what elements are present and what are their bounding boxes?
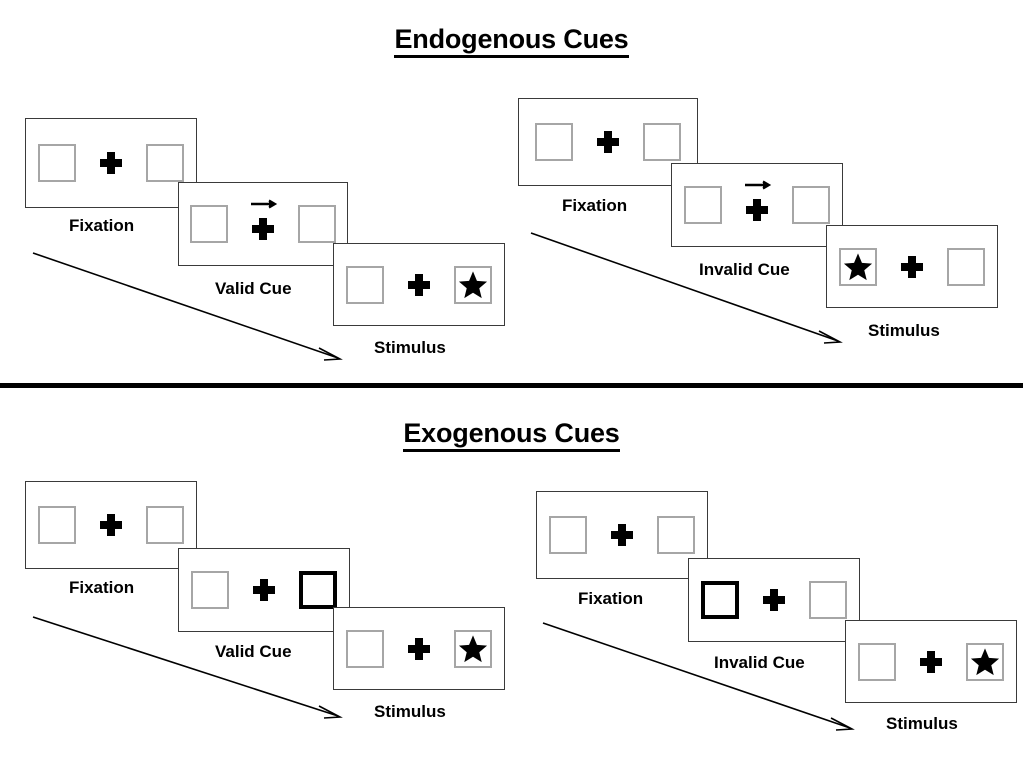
- left-stimulus-box: [346, 629, 384, 668]
- frame-content: [846, 621, 1016, 702]
- frame-exogenous-invalid-fixation[interactable]: [536, 491, 708, 579]
- frame-content: [179, 549, 349, 631]
- fixation-cross-icon: [597, 131, 619, 153]
- frame-exogenous-invalid-stimulus[interactable]: [845, 620, 1017, 703]
- frame-content: [537, 492, 707, 578]
- fixation-area: [605, 512, 639, 558]
- fixation-cross-icon: [746, 198, 768, 221]
- time-arrow-exogenous-invalid: [542, 622, 855, 731]
- stage-label-endogenous-invalid-cue: Invalid Cue: [699, 260, 790, 279]
- left-stimulus-box: [684, 186, 722, 224]
- fixation-area: [914, 639, 948, 685]
- frame-exogenous-valid-fixation[interactable]: [25, 481, 197, 569]
- stage-label-exogenous-valid-cue: Valid Cue: [215, 642, 292, 661]
- fixation-cross-icon: [408, 273, 430, 296]
- right-stimulus-box: [809, 581, 847, 619]
- fixation-area: [247, 567, 281, 613]
- right-stimulus-box: [454, 265, 492, 304]
- fixation-cross-icon: [763, 589, 785, 611]
- frame-endogenous-valid-cue[interactable]: [178, 182, 348, 266]
- arrow-right-cue-icon: [745, 180, 772, 190]
- star-icon: [458, 270, 488, 298]
- time-arrow-endogenous-valid: [32, 252, 343, 361]
- frame-endogenous-valid-fixation[interactable]: [25, 118, 197, 208]
- section-divider: [0, 383, 1023, 388]
- fixation-area: [94, 140, 128, 186]
- frame-content: [519, 99, 697, 185]
- fixation-cross-icon: [100, 152, 122, 174]
- fixation-area: [94, 502, 128, 548]
- stage-label-endogenous-valid-stimulus: Stimulus: [374, 338, 446, 357]
- right-stimulus-box: [657, 516, 695, 554]
- fixation-cross-icon: [901, 255, 923, 278]
- frame-content: [672, 164, 842, 246]
- stage-label-endogenous-invalid-fixation: Fixation: [562, 196, 628, 215]
- left-stimulus-box: [839, 247, 877, 286]
- star-icon: [458, 634, 488, 662]
- fixation-area: [740, 180, 774, 228]
- frame-content: [179, 183, 347, 265]
- section-title-exogenous: Exogenous Cues: [0, 418, 1023, 452]
- stage-label-endogenous-valid-fixation: Fixation: [69, 216, 135, 235]
- stage-label-exogenous-invalid-fixation: Fixation: [578, 589, 644, 608]
- time-arrow-exogenous-valid: [32, 616, 343, 719]
- fixation-cross-icon: [920, 650, 942, 673]
- left-stimulus-box: [191, 571, 229, 609]
- fixation-area: [246, 199, 280, 247]
- left-stimulus-box-cued: [701, 581, 739, 619]
- frame-exogenous-invalid-cue[interactable]: [688, 558, 860, 642]
- frame-content: [827, 226, 997, 307]
- stage-label-exogenous-invalid-cue: Invalid Cue: [714, 653, 805, 672]
- frame-content: [26, 119, 196, 207]
- frame-content: [334, 244, 504, 325]
- left-stimulus-box: [535, 123, 573, 161]
- stage-label-endogenous-invalid-stimulus: Stimulus: [868, 321, 940, 340]
- left-stimulus-box: [38, 144, 76, 182]
- fixation-cross-icon: [408, 637, 430, 660]
- frame-endogenous-invalid-fixation[interactable]: [518, 98, 698, 186]
- time-arrow-endogenous-invalid: [530, 232, 843, 344]
- right-stimulus-box: [298, 205, 336, 243]
- right-stimulus-box: [792, 186, 830, 224]
- stage-label-endogenous-valid-cue: Valid Cue: [215, 279, 292, 298]
- fixation-area: [757, 577, 791, 623]
- right-stimulus-box: [146, 506, 184, 544]
- fixation-cross-icon: [252, 217, 274, 240]
- frame-endogenous-invalid-stimulus[interactable]: [826, 225, 998, 308]
- fixation-cross-icon: [253, 579, 275, 601]
- section-title-endogenous: Endogenous Cues: [0, 24, 1023, 58]
- stage-label-exogenous-valid-fixation: Fixation: [69, 578, 135, 597]
- fixation-cross-icon: [100, 514, 122, 536]
- frame-content: [26, 482, 196, 568]
- fixation-area: [895, 244, 929, 290]
- left-stimulus-box: [38, 506, 76, 544]
- right-stimulus-box: [643, 123, 681, 161]
- right-stimulus-box: [947, 247, 985, 286]
- left-stimulus-box: [346, 265, 384, 304]
- fixation-cross-icon: [611, 524, 633, 546]
- fixation-area: [402, 262, 436, 308]
- right-stimulus-box: [966, 642, 1004, 681]
- left-stimulus-box: [549, 516, 587, 554]
- star-icon: [970, 647, 1000, 675]
- frame-endogenous-valid-stimulus[interactable]: [333, 243, 505, 326]
- star-icon: [843, 252, 873, 280]
- right-stimulus-box: [146, 144, 184, 182]
- frame-endogenous-invalid-cue[interactable]: [671, 163, 843, 247]
- frame-content: [334, 608, 504, 689]
- stage-label-exogenous-invalid-stimulus: Stimulus: [886, 714, 958, 733]
- section-title-endogenous-text: Endogenous Cues: [394, 24, 629, 58]
- frame-exogenous-valid-cue[interactable]: [178, 548, 350, 632]
- right-stimulus-box: [454, 629, 492, 668]
- fixation-area: [591, 119, 625, 165]
- left-stimulus-box: [858, 642, 896, 681]
- section-title-exogenous-text: Exogenous Cues: [403, 418, 620, 452]
- stage-label-exogenous-valid-stimulus: Stimulus: [374, 702, 446, 721]
- right-stimulus-box-cued: [299, 571, 337, 609]
- left-stimulus-box: [190, 205, 228, 243]
- frame-exogenous-valid-stimulus[interactable]: [333, 607, 505, 690]
- frame-content: [689, 559, 859, 641]
- fixation-area: [402, 626, 436, 672]
- arrow-right-cue-icon: [251, 199, 278, 209]
